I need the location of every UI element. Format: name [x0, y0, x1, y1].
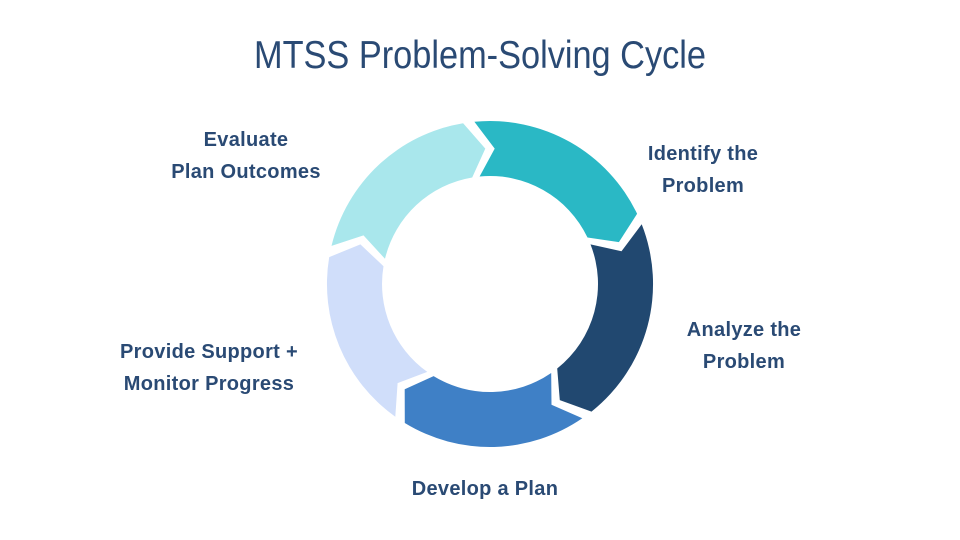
step-label-line: Evaluate — [203, 129, 289, 151]
step-label-identify-the-problem: Identify the Problem — [648, 138, 758, 202]
step-label-line: Provide Support + — [120, 341, 298, 363]
step-label-line: Monitor Progress — [123, 373, 295, 395]
step-label-line: Problem — [661, 175, 745, 197]
step-label-line: Identify the — [647, 143, 759, 165]
step-label-line: Analyze the — [686, 319, 802, 341]
step-label-line: Develop a Plan — [411, 478, 559, 500]
cycle-arrow-analyze-the-problem — [557, 224, 654, 412]
page-title: MTSS Problem-Solving Cycle — [253, 34, 707, 77]
step-label-provide-support-monitor-progress: Provide Support + Monitor Progress — [120, 336, 298, 400]
cycle-arrow-identify-the-problem — [474, 121, 638, 243]
step-label-evaluate-plan-outcomes: Evaluate Plan Outcomes — [171, 124, 321, 188]
cycle-arrow-develop-a-plan — [404, 373, 583, 447]
step-label-develop-a-plan: Develop a Plan — [412, 473, 558, 505]
step-label-analyze-the-problem: Analyze the Problem — [687, 314, 801, 378]
cycle-arrow-evaluate-plan-outcomes — [331, 123, 486, 259]
cycle-arrow-provide-support-monitor-progress — [326, 244, 428, 417]
step-label-line: Plan Outcomes — [171, 161, 321, 183]
step-label-line: Problem — [702, 351, 786, 373]
